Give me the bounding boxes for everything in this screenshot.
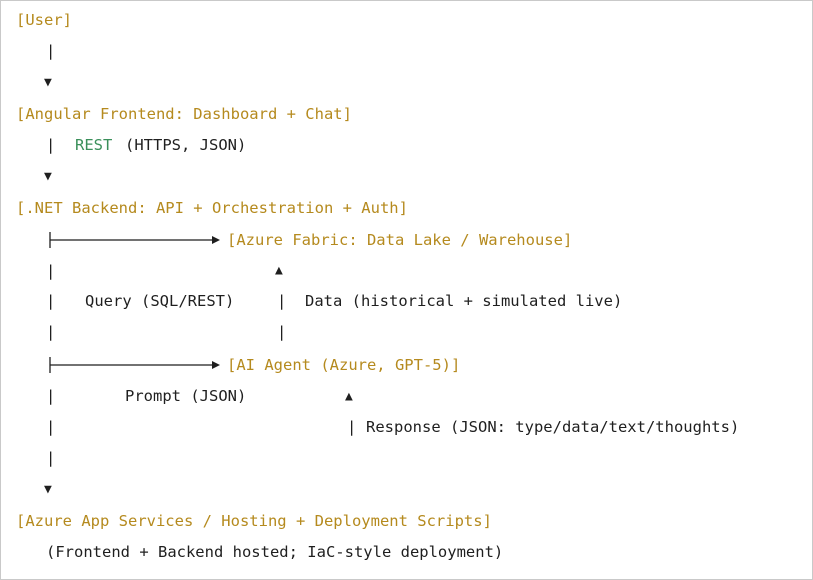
- hosting-note: (Frontend + Backend hosted; IaC-style de…: [46, 543, 504, 561]
- arrow-up-to-fabric-icon: ▲: [275, 263, 283, 278]
- vbar-response: |: [347, 418, 357, 436]
- node-hosting: [Azure App Services / Hosting + Deployme…: [16, 512, 492, 530]
- arrow-down-to-hosting-icon: ▼: [44, 482, 52, 497]
- vbar-user: |: [46, 42, 56, 60]
- edge-data: Data (historical + simulated live): [305, 292, 623, 310]
- vbar-trunk-5: |: [46, 418, 56, 436]
- vbar-trunk-1: |: [46, 262, 56, 280]
- edge-query: Query (SQL/REST): [85, 292, 235, 310]
- node-frontend: [Angular Frontend: Dashboard + Chat]: [16, 105, 352, 123]
- node-agent: [AI Agent (Azure, GPT-5)]: [227, 356, 461, 374]
- vbar-data-2: |: [277, 323, 287, 341]
- arrow-down-to-backend-icon: ▼: [44, 169, 52, 184]
- edge-prompt: Prompt (JSON): [125, 387, 247, 405]
- arrow-up-to-agent-icon: ▲: [345, 389, 353, 404]
- edge-rest-keyword: REST: [75, 136, 113, 154]
- vbar-data: |: [277, 292, 287, 310]
- node-user: [User]: [16, 11, 72, 29]
- vbar-trunk-2: |: [46, 292, 56, 310]
- edge-response: Response (JSON: type/data/text/thoughts): [366, 418, 740, 436]
- node-backend: [.NET Backend: API + Orchestration + Aut…: [16, 199, 408, 217]
- edge-rest-detail: (HTTPS, JSON): [125, 136, 247, 154]
- vbar-trunk-4: |: [46, 387, 56, 405]
- vbar-frontend: |: [46, 136, 56, 154]
- vbar-trunk-3: |: [46, 323, 56, 341]
- arrow-down-to-frontend-icon: ▼: [44, 75, 52, 90]
- node-fabric: [Azure Fabric: Data Lake / Warehouse]: [227, 231, 573, 249]
- vbar-trunk-6: |: [46, 449, 56, 467]
